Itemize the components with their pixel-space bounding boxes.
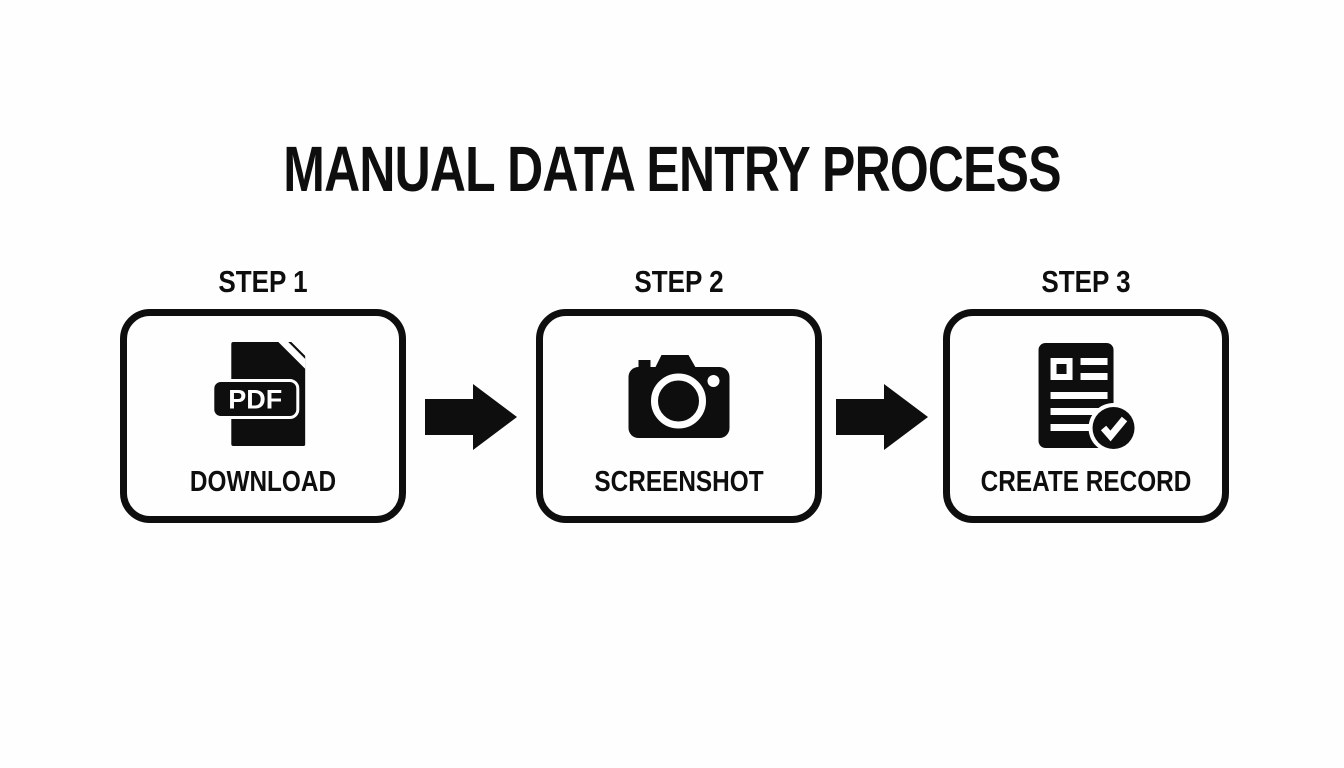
pdf-icon-text: PDF	[228, 385, 282, 415]
step-1-label: STEP 1	[218, 264, 308, 299]
step-2-action-label: SCREENSHOT	[594, 466, 764, 498]
record-check-icon	[1038, 343, 1140, 449]
step-2-box: SCREENSHOT	[536, 309, 822, 523]
arrow-right-icon	[425, 384, 517, 450]
camera-icon	[628, 355, 730, 438]
step-3-box: CREATE RECORD	[943, 309, 1229, 523]
diagram-title: MANUAL DATA ENTRY PROCESS	[283, 133, 1061, 205]
step-column-3: STEP 3	[943, 265, 1229, 523]
step-1-action-label: DOWNLOAD	[189, 466, 337, 498]
step-3-label: STEP 3	[1041, 264, 1131, 299]
step-1-box: PDF DOWNLOAD	[120, 309, 406, 523]
step-column-2: STEP 2 SCREENSHOT	[536, 265, 822, 523]
step-3-action-label: CREATE RECORD	[980, 466, 1192, 498]
step-column-1: STEP 1 PDF DOWNLOAD	[120, 265, 406, 523]
pdf-file-icon: PDF	[211, 342, 306, 446]
step-2-label: STEP 2	[634, 264, 724, 299]
arrow-right-icon	[836, 384, 928, 450]
